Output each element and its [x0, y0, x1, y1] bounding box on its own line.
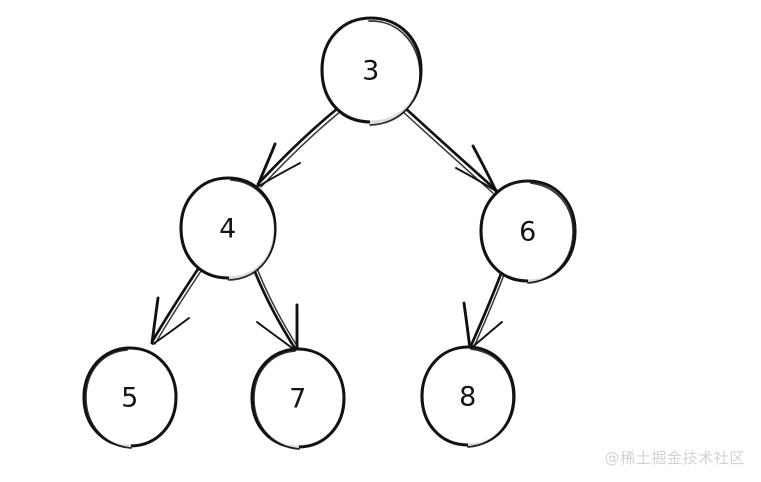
- node-4[interactable]: 4: [179, 176, 277, 281]
- edge-3-to-4-barb-one: [256, 142, 277, 187]
- node-3-label: 3: [362, 56, 380, 87]
- edge-4-to-7-ghost-stroke: [255, 265, 300, 350]
- node-7-circle-ghost: [253, 350, 300, 450]
- node-4-circle-ghost: [228, 179, 276, 281]
- node-8-circle-ghost: [467, 348, 514, 448]
- edge-4-to-7-stroke: [251, 265, 298, 352]
- node-8-label: 8: [459, 382, 477, 413]
- edge-4-to-7: [251, 265, 300, 353]
- edge-4-to-5: [150, 264, 204, 345]
- node-3-circle-ghost: [368, 20, 421, 126]
- edge-4-to-5-stroke: [150, 264, 202, 344]
- edge-3-to-4: [256, 106, 342, 188]
- node-6[interactable]: 6: [479, 179, 577, 284]
- edge-3-to-6-barb-one: [471, 144, 498, 193]
- edge-4-to-5-ghost-stroke: [154, 267, 204, 345]
- edge-4-to-5-barb-two: [152, 317, 190, 345]
- edge-4-to-5-barb-one: [150, 296, 160, 345]
- node-5[interactable]: 5: [82, 346, 178, 449]
- node-6-circle-ghost: [527, 182, 574, 284]
- node-7-label: 7: [289, 384, 307, 415]
- edge-3-to-4-stroke: [256, 106, 340, 186]
- node-5-circle-ghost: [85, 349, 132, 449]
- edge-3-to-6-barb-two: [455, 167, 497, 192]
- edge-3-to-6: [400, 105, 498, 194]
- edge-6-to-8-barb-one: [462, 301, 472, 351]
- edge-4-to-7-barb-two: [256, 321, 297, 352]
- edge-3-to-6-stroke: [402, 105, 498, 192]
- node-7[interactable]: 7: [250, 347, 346, 450]
- node-5-label: 5: [121, 383, 139, 414]
- watermark-text: @稀土掘金技术社区: [604, 449, 745, 467]
- node-4-label: 4: [219, 214, 237, 245]
- edge-3-to-4-barb-two: [258, 162, 301, 187]
- edge-6-to-8-ghost-stroke: [472, 271, 506, 350]
- node-3[interactable]: 3: [320, 16, 423, 126]
- node-8[interactable]: 8: [420, 345, 516, 448]
- node-6-label: 6: [519, 217, 537, 248]
- edge-3-to-4-ghost-stroke: [260, 110, 342, 188]
- edge-6-to-8-stroke: [468, 269, 504, 350]
- edge-6-to-8: [462, 269, 506, 351]
